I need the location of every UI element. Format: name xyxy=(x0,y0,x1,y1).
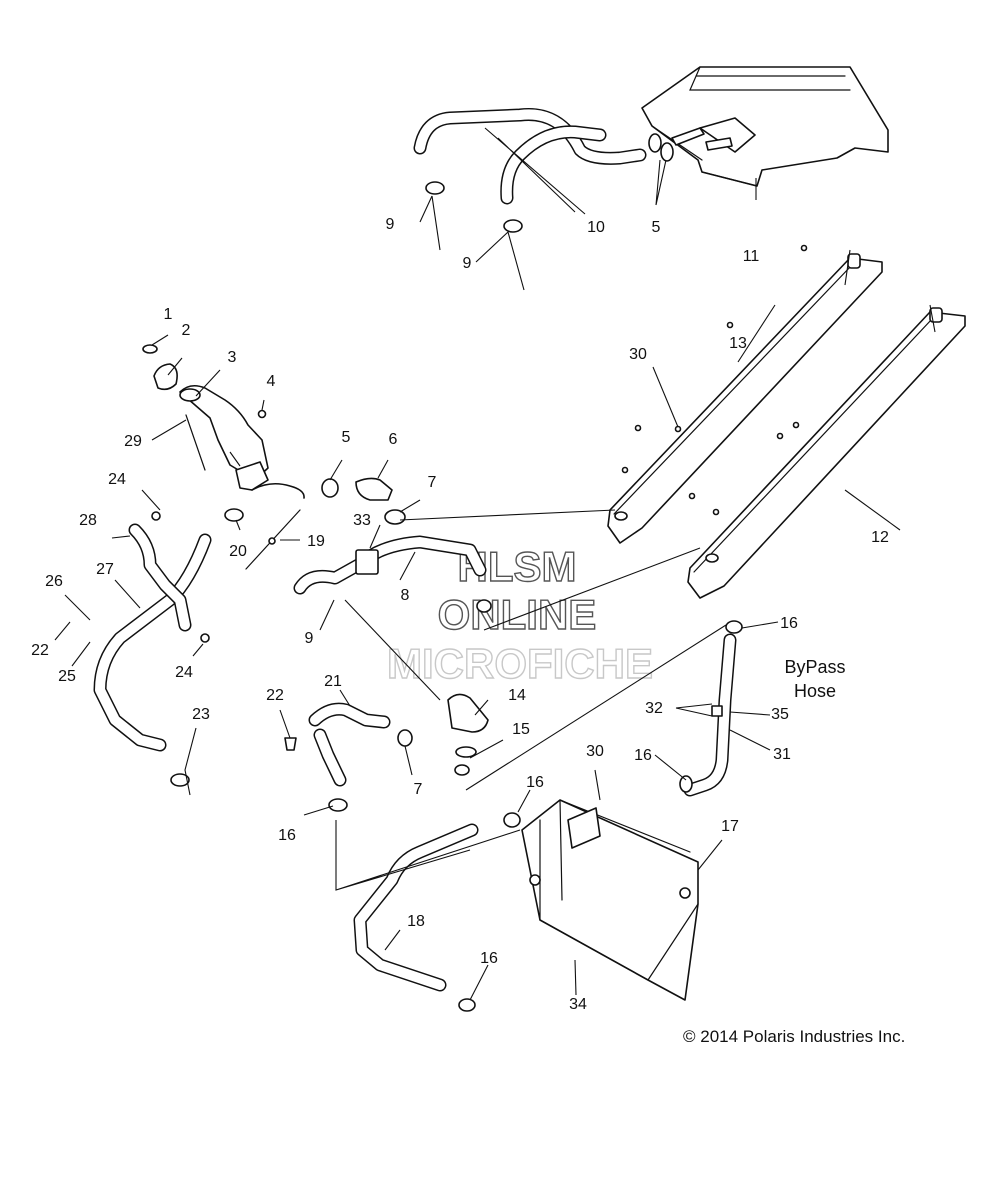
note-line-1: ByPass xyxy=(784,657,845,677)
part-12-coolant-tube xyxy=(687,307,966,599)
callout-numbers: 1 2 3 4 5 5 6 7 7 8 9 9 9 10 11 12 13 14… xyxy=(31,216,889,1013)
parts-14-15-thermostat xyxy=(447,693,489,776)
callout-5-mid: 5 xyxy=(342,429,351,446)
part-8-coolant-pipe xyxy=(293,535,492,613)
callout-18: 18 xyxy=(407,913,425,930)
callout-16-b: 16 xyxy=(634,747,652,764)
note-line-2: Hose xyxy=(794,681,836,701)
callout-8: 8 xyxy=(401,587,410,604)
callout-9-c: 9 xyxy=(305,630,314,647)
leader-lines xyxy=(54,127,936,1001)
callout-26: 26 xyxy=(45,573,63,590)
callout-13: 13 xyxy=(729,335,747,352)
callout-9-a: 9 xyxy=(386,216,395,233)
parts-filler-neck-assembly xyxy=(142,344,305,499)
callout-6: 6 xyxy=(389,431,398,448)
callout-7-low: 7 xyxy=(414,781,423,798)
callout-32: 32 xyxy=(645,700,663,717)
callout-31: 31 xyxy=(773,746,791,763)
callout-30-top: 30 xyxy=(629,346,647,363)
part-13-coolant-tube xyxy=(607,253,883,544)
callout-7-mid: 7 xyxy=(428,474,437,491)
part-30-bolts xyxy=(621,244,808,516)
callout-19: 19 xyxy=(307,533,325,550)
watermark: HLSM ONLINE MICROFICHE xyxy=(386,542,653,687)
callout-27: 27 xyxy=(96,561,114,578)
callout-22-a: 22 xyxy=(266,687,284,704)
copyright-text: © 2014 Polaris Industries Inc. xyxy=(683,1027,906,1046)
part-31-bypass-hose xyxy=(679,620,743,797)
callout-16-a: 16 xyxy=(780,615,798,632)
callout-9-b: 9 xyxy=(463,255,472,272)
callout-24-b: 24 xyxy=(175,664,193,681)
callout-34: 34 xyxy=(569,996,587,1013)
watermark-line-2: ONLINE xyxy=(438,591,597,638)
callout-33: 33 xyxy=(353,512,371,529)
callout-25: 25 xyxy=(58,668,76,685)
part-5-clamps-upper xyxy=(648,133,674,162)
callout-30-low: 30 xyxy=(586,743,604,760)
callout-5-top: 5 xyxy=(652,219,661,236)
callout-2: 2 xyxy=(182,322,191,339)
callout-17: 17 xyxy=(721,818,739,835)
callout-29: 29 xyxy=(124,433,142,450)
callout-12: 12 xyxy=(871,529,889,546)
part-17-radiator xyxy=(521,799,699,1001)
part-18-lower-hose xyxy=(353,812,521,1012)
callout-20: 20 xyxy=(229,543,247,560)
part-9-clamps-upper xyxy=(425,181,523,233)
callout-16-c: 16 xyxy=(526,774,544,791)
callout-23: 23 xyxy=(192,706,210,723)
callout-28: 28 xyxy=(79,512,97,529)
part-21-hose xyxy=(284,702,413,812)
watermark-line-3: MICROFICHE xyxy=(387,640,653,687)
callout-11: 11 xyxy=(743,248,760,265)
bypass-hose-note: ByPass Hose xyxy=(784,657,845,701)
callout-15: 15 xyxy=(512,721,530,738)
callout-1: 1 xyxy=(164,306,173,323)
parts-27-28-left-hoses xyxy=(93,511,212,787)
callout-24-a: 24 xyxy=(108,471,126,488)
callout-16-d: 16 xyxy=(278,827,296,844)
part-11-front-panel xyxy=(641,66,889,187)
parts-5-6-7-mid xyxy=(321,477,406,525)
callout-4: 4 xyxy=(267,373,276,390)
callout-22-b: 22 xyxy=(31,642,49,659)
callout-21: 21 xyxy=(324,673,342,690)
callout-3: 3 xyxy=(228,349,237,366)
part-19-and-20 xyxy=(224,508,301,570)
callout-16-e: 16 xyxy=(480,950,498,967)
part-10-upper-hoses xyxy=(413,107,647,205)
callout-10: 10 xyxy=(587,219,605,236)
callout-14: 14 xyxy=(508,687,526,704)
callout-35: 35 xyxy=(771,706,789,723)
